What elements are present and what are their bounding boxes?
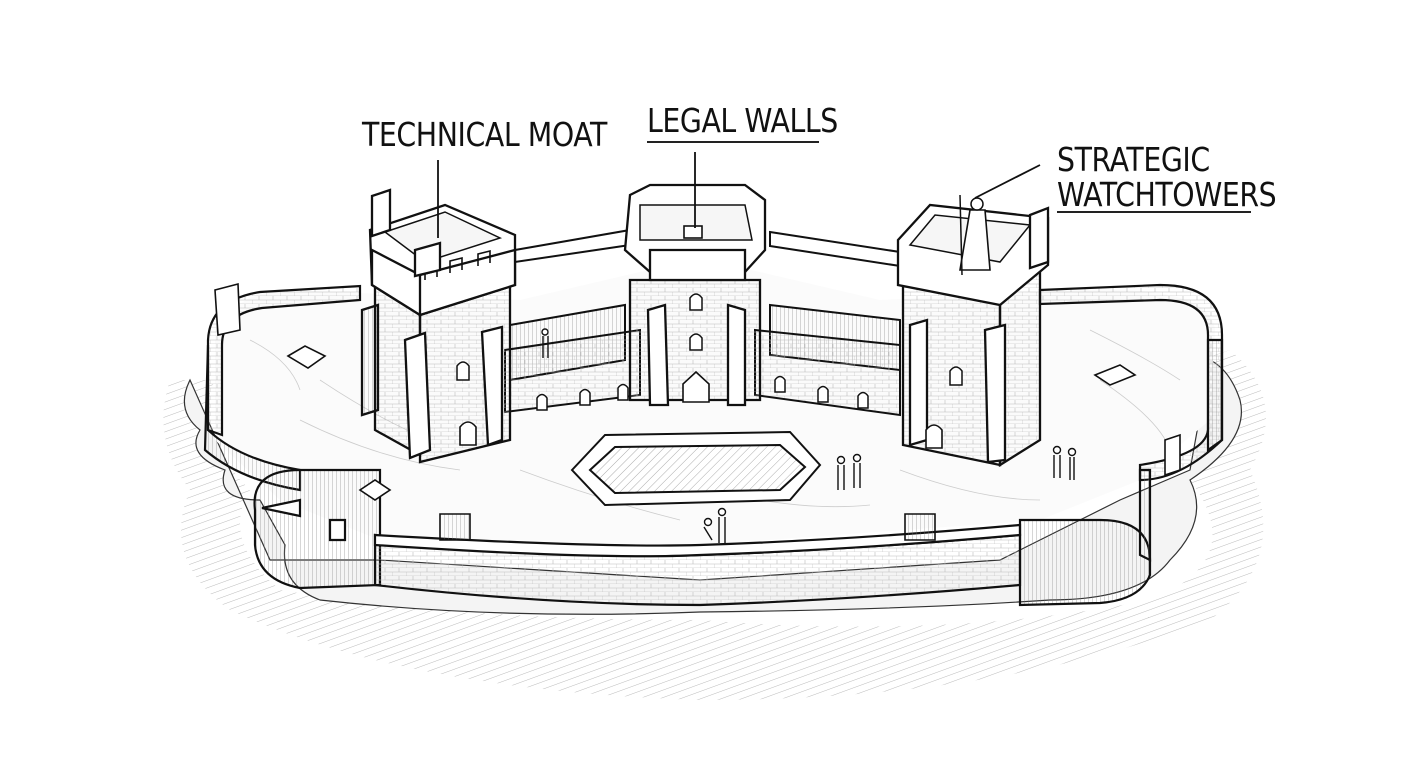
moat-water: [163, 350, 1266, 700]
strategic-watchtowers-leader-line: [974, 164, 1041, 199]
right-tower: [896, 194, 1050, 468]
left-tower: [360, 188, 517, 464]
inner-walls: [504, 228, 901, 417]
rocky-foundation: [183, 359, 1242, 615]
label-strategic-watchtowers: STRATEGIC WATCHTOWERS: [1057, 140, 1277, 214]
label-legal-walls: LEGAL WALLS: [647, 101, 838, 140]
courtyard-details: [214, 282, 1181, 543]
legal-walls-underline: [647, 141, 819, 143]
label-strategic-line: STRATEGIC: [1057, 140, 1210, 179]
central-pool: [570, 430, 822, 507]
outer-curtain-wall: [203, 283, 1224, 607]
strategic-watchtowers-underline: [1057, 211, 1251, 213]
people: [541, 328, 1077, 543]
label-technical-moat: TECHNICAL MOAT: [362, 115, 607, 154]
callout-lines: [437, 152, 1041, 238]
center-tower: [623, 183, 767, 407]
label-watchtowers-line: WATCHTOWERS: [1057, 174, 1277, 214]
